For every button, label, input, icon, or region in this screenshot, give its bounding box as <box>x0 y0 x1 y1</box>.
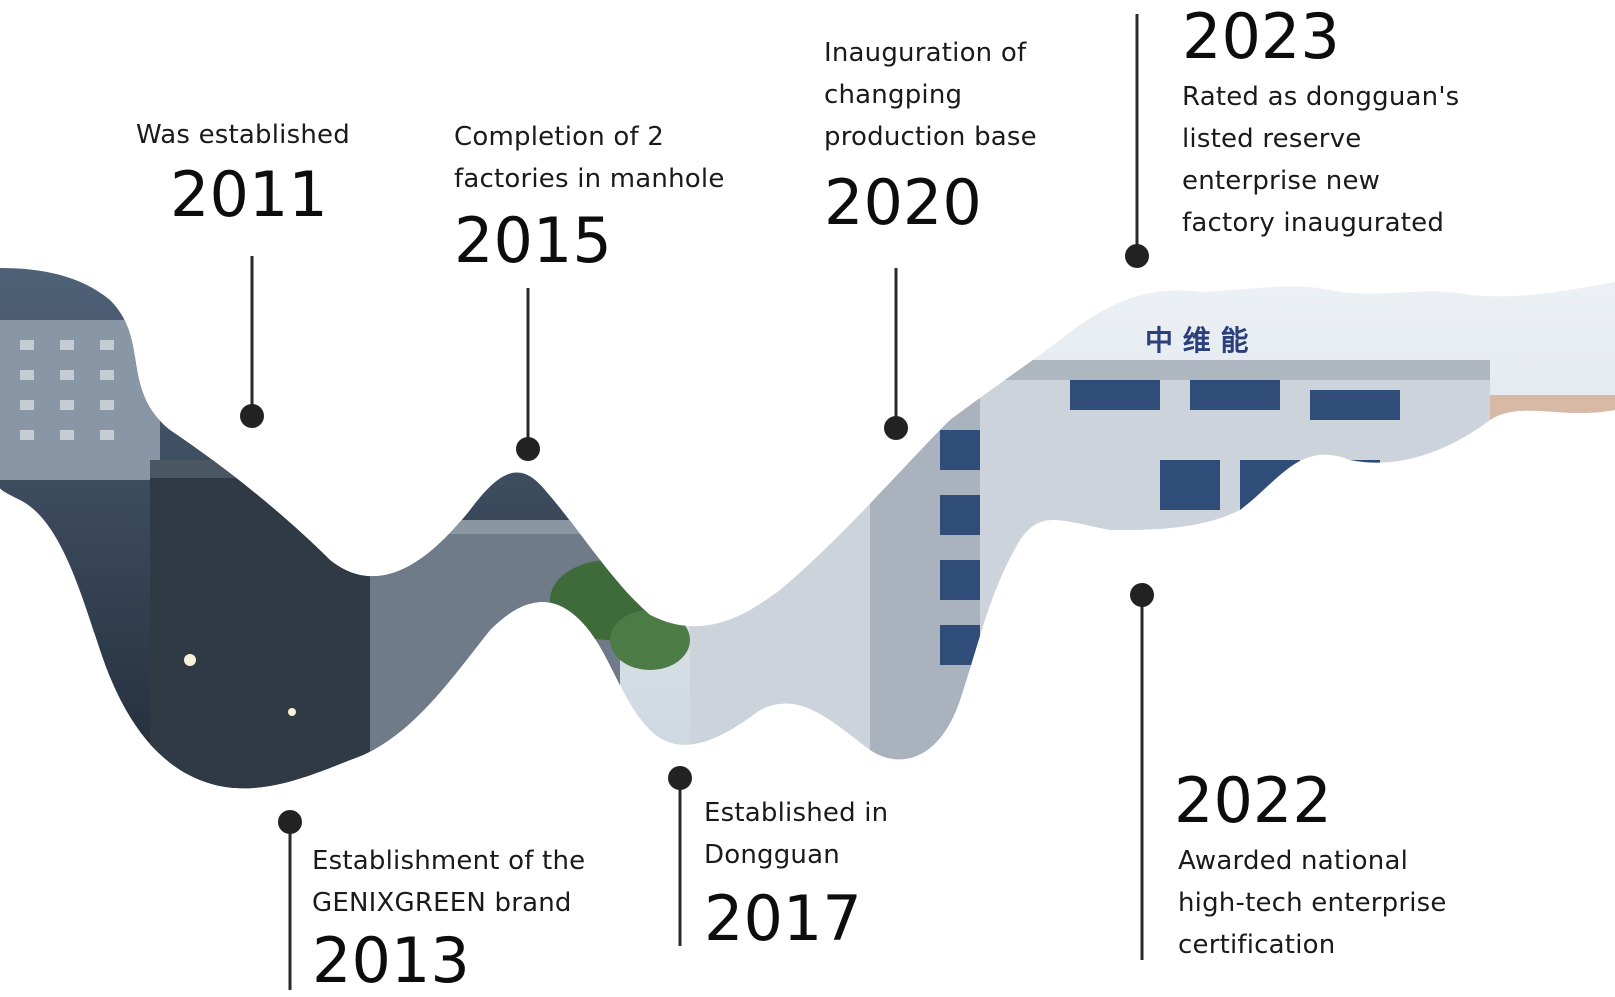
milestone-2015-text: Completion of 2 factories in manhole <box>454 122 725 194</box>
milestone-2022-year: 2022 <box>1174 764 1332 837</box>
milestone-2020-text: Inauguration of changping production bas… <box>824 38 1037 152</box>
connector-dot-2015 <box>516 437 540 461</box>
milestone-2011-text: Was established <box>136 120 350 150</box>
connector-dot-2023 <box>1125 244 1149 268</box>
connectors <box>240 14 1154 990</box>
milestone-2023-text: Rated as dongguan's listed reserve enter… <box>1182 82 1460 238</box>
connector-dot-2017 <box>668 766 692 790</box>
milestone-2020-year: 2020 <box>824 166 982 239</box>
connector-dot-2022 <box>1130 583 1154 607</box>
connector-dot-2013 <box>278 810 302 834</box>
milestone-2017-year: 2017 <box>704 882 862 955</box>
milestone-2015-year: 2015 <box>454 204 612 277</box>
building-sign-text: 中 维 能 <box>1145 324 1249 357</box>
milestone-2011-year: 2011 <box>170 158 328 231</box>
milestone-2023-year: 2023 <box>1182 0 1340 73</box>
milestone-2022-text: Awarded national high-tech enterprise ce… <box>1178 846 1447 960</box>
connector-dot-2011 <box>240 404 264 428</box>
milestone-2013-text: Establishment of the GENIXGREEN brand <box>312 846 586 918</box>
connector-dot-2020 <box>884 416 908 440</box>
milestone-2013-year: 2013 <box>312 924 470 997</box>
milestone-2017-text: Established in Dongguan <box>704 798 889 870</box>
